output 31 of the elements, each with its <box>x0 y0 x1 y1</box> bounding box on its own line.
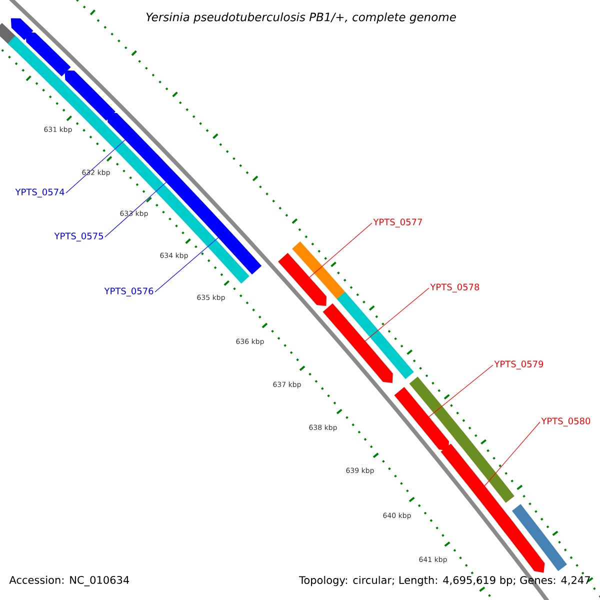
gene-bar <box>454 432 514 503</box>
leader-line <box>154 236 220 292</box>
gene-block <box>189 196 262 275</box>
leader-line <box>484 422 540 487</box>
leader-line <box>364 288 430 342</box>
gene-block <box>107 112 158 164</box>
gene-label: YPTS_0577 <box>373 218 422 228</box>
footer-text: Topology: circular; Length: 4,695,619 bp; Genes: 4,247 <box>299 576 590 586</box>
gene-block <box>147 154 200 208</box>
gene-label: YPTS_0578 <box>430 284 480 292</box>
gene-label: YPTS_0575 <box>54 232 104 242</box>
gene-block <box>10 18 34 40</box>
leader-line <box>308 222 372 278</box>
gene-block <box>64 70 116 121</box>
gene-label: YPTS_0579 <box>494 360 544 370</box>
gene-block <box>26 32 71 76</box>
gene-label: YPTS_0576 <box>104 288 154 296</box>
gene-label: YPTS_0574 <box>15 188 64 198</box>
leader-line <box>66 139 126 194</box>
leader-line <box>104 181 168 238</box>
gene-label: YPTS_0580 <box>541 418 590 426</box>
gene-bar <box>292 241 347 302</box>
gene-bar <box>336 292 414 380</box>
gene-bar <box>512 504 567 572</box>
footer-text: Accession: NC_010634 <box>9 576 130 586</box>
title: Yersinia pseudotuberculosis PB1/+, complete genome <box>146 12 456 24</box>
gene-block <box>322 303 393 383</box>
gene-block <box>394 386 450 451</box>
gene-block <box>278 252 326 306</box>
gene-block <box>498 516 545 573</box>
leader-line <box>428 364 494 418</box>
